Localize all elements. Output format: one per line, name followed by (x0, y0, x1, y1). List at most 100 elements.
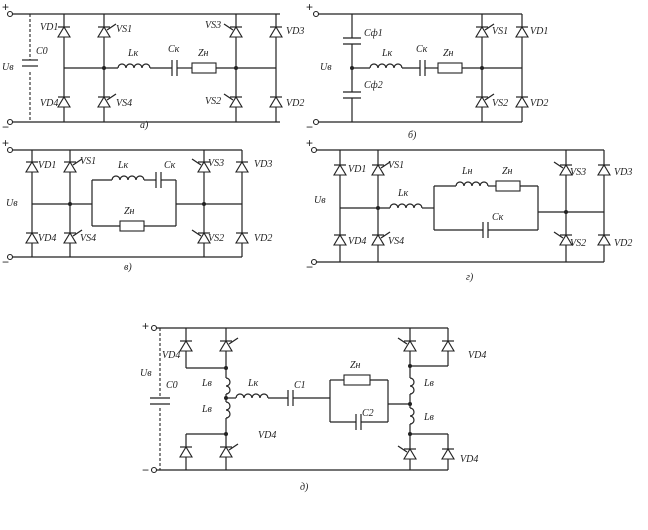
circuit-v-minus-sign: − (2, 255, 9, 269)
circuit-a-vd3-label: VD3 (286, 26, 304, 37)
circuit-g-caption: г) (466, 272, 474, 283)
circuit-d-minus-sign: − (142, 463, 149, 477)
circuit-d-zn-load (343, 374, 371, 386)
circuit-d-left-bottom-thyristor (219, 443, 239, 458)
circuit-g-vs1-label: VS1 (388, 160, 404, 171)
circuit-v-vd1-diode (25, 161, 39, 173)
circuit-d-vd-right-bottom-diode (441, 448, 455, 460)
circuit-g-vs3-label: VS3 (570, 167, 586, 178)
circuit-v-vd1-label: VD1 (38, 160, 56, 171)
circuit-g-ln-inductor (455, 181, 489, 187)
circuit-v-vs2-label: VS2 (208, 233, 224, 244)
circuit-v-vd4-diode (25, 232, 39, 244)
circuit-d-c0-label: C0 (166, 380, 178, 391)
circuit-d-vd-left-top-label: VD4 (162, 350, 180, 361)
circuit-d-lb-left-lower-label: Lв (201, 404, 213, 415)
circuit-g-vd3-diode (597, 164, 611, 176)
circuit-v-lk-label: Lк (117, 160, 129, 171)
circuit-a-ck-label: Cк (168, 44, 180, 55)
circuit-d-node-right-bottom (408, 432, 412, 436)
circuit-b-lk-inductor (369, 63, 403, 69)
circuit-d-vd-right-top-diode (441, 340, 455, 352)
circuit-a-plus-sign: + (2, 0, 9, 14)
circuit-d-vd-left-top-diode (179, 340, 193, 352)
circuit-g: + − Uв VD1 VD4 VS1 VS4 Lк Lн Zн Cк (306, 136, 632, 283)
circuit-v-negative-terminal (6, 253, 14, 261)
circuit-d-lb-left-upper-label: Lв (201, 378, 213, 389)
circuit-d-plus-sign: + (142, 319, 149, 333)
circuit-b: + − Uв Cф1 Cф2 Lк Cк Zн VS1 VS2 VD1 (306, 0, 548, 141)
circuit-g-source-label: Uв (314, 195, 326, 206)
circuit-v-vd3-diode (235, 161, 249, 173)
circuit-a-vs3-label: VS3 (205, 20, 221, 31)
circuit-g-vd2-label: VD2 (614, 238, 632, 249)
circuit-g-vd3-label: VD3 (614, 167, 632, 178)
circuit-v-vd2-diode (235, 232, 249, 244)
circuit-b-source-label: Uв (320, 62, 332, 73)
circuit-a-vs1-label: VS1 (116, 24, 132, 35)
circuit-g-vs4-label: VS4 (388, 236, 404, 247)
circuit-g-vd2-diode (597, 234, 611, 246)
circuit-b-cf1-label: Cф1 (364, 28, 383, 39)
circuit-d-vd-mid-label: VD4 (258, 430, 276, 441)
circuit-v-zn-load (119, 220, 145, 232)
circuit-g-zn-load (495, 180, 521, 192)
circuit-v-plus-sign: + (2, 136, 9, 150)
circuit-d-caption: д) (300, 482, 309, 493)
circuit-a-minus-sign: − (2, 120, 9, 134)
circuit-v-vd3-label: VD3 (254, 159, 272, 170)
circuit-a: + − Uв C0 VD1 VD4 VS1 VS4 Lк Cк Zн (2, 0, 304, 134)
circuit-b-caption: б) (408, 130, 417, 141)
circuit-b-minus-sign: − (306, 120, 313, 134)
circuit-v-caption: в) (124, 262, 132, 273)
circuit-d-zn-label: Zн (350, 360, 361, 371)
circuit-v-lk-inductor (111, 175, 145, 181)
circuit-v: + − Uв VD1 VD4 VS1 VS4 Lк Cк Zн VS3 (2, 136, 272, 273)
circuit-d-lb-right-lower-label: Lв (423, 412, 435, 423)
circuit-a-vs4-label: VS4 (116, 98, 132, 109)
circuit-a-vs1-thyristor (97, 23, 117, 38)
circuit-d-node-left-bottom (224, 432, 228, 436)
circuit-d-node-right-mid (408, 402, 412, 406)
circuit-b-vd1-label: VD1 (530, 26, 548, 37)
circuit-d-lb-left-lower-inductor (225, 401, 231, 419)
circuit-a-vs2-label: VS2 (205, 96, 221, 107)
circuit-a-lk-label: Lк (127, 48, 139, 59)
circuit-d-source-label: Uв (140, 368, 152, 379)
circuit-d-positive-terminal (150, 324, 158, 332)
circuit-b-zn-label: Zн (443, 48, 454, 59)
circuit-b-lk-label: Lк (381, 48, 393, 59)
circuit-v-vs3-label: VS3 (208, 158, 224, 169)
circuit-a-source-label: Uв (2, 62, 14, 73)
circuit-v-vd4-label: VD4 (38, 233, 56, 244)
circuit-d-c1-label: C1 (294, 380, 306, 391)
circuit-g-vs2-label: VS2 (570, 238, 586, 249)
circuit-g-ln-label: Lн (461, 166, 473, 177)
circuit-a-lk-inductor (117, 63, 151, 69)
circuit-d-c2-label: C2 (362, 408, 374, 419)
circuit-b-ck-label: Cк (416, 44, 428, 55)
circuit-b-zn-load (437, 62, 463, 74)
circuit-d: + − Uв C0 VD4 Lв Lв VD4 Lк (140, 319, 486, 493)
circuit-d-right-top-thyristor (397, 337, 417, 352)
circuit-a-positive-terminal (6, 10, 14, 18)
circuit-a-vd4-diode (57, 96, 71, 108)
circuit-d-node-right-top (408, 364, 412, 368)
circuit-a-vd2-label: VD2 (286, 98, 304, 109)
circuit-v-vs1-label: VS1 (80, 156, 96, 167)
circuit-g-negative-terminal (310, 258, 318, 266)
circuit-d-negative-terminal (150, 466, 158, 474)
circuit-a-vs2-thyristor (223, 93, 243, 108)
circuit-a-c0-label: C0 (36, 46, 48, 57)
circuit-d-lb-right-lower-inductor (409, 407, 415, 425)
circuit-g-vd4-label: VD4 (348, 236, 366, 247)
circuit-a-negative-terminal (6, 118, 14, 126)
circuit-a-vd1-diode (57, 26, 71, 38)
circuit-b-vd2-diode (515, 96, 529, 108)
circuit-d-lb-right-upper-label: Lв (423, 378, 435, 389)
circuit-v-positive-terminal (6, 146, 14, 154)
circuit-g-lk-inductor (389, 203, 423, 209)
circuit-b-vd1-diode (515, 26, 529, 38)
circuit-a-zn-load (191, 62, 217, 74)
